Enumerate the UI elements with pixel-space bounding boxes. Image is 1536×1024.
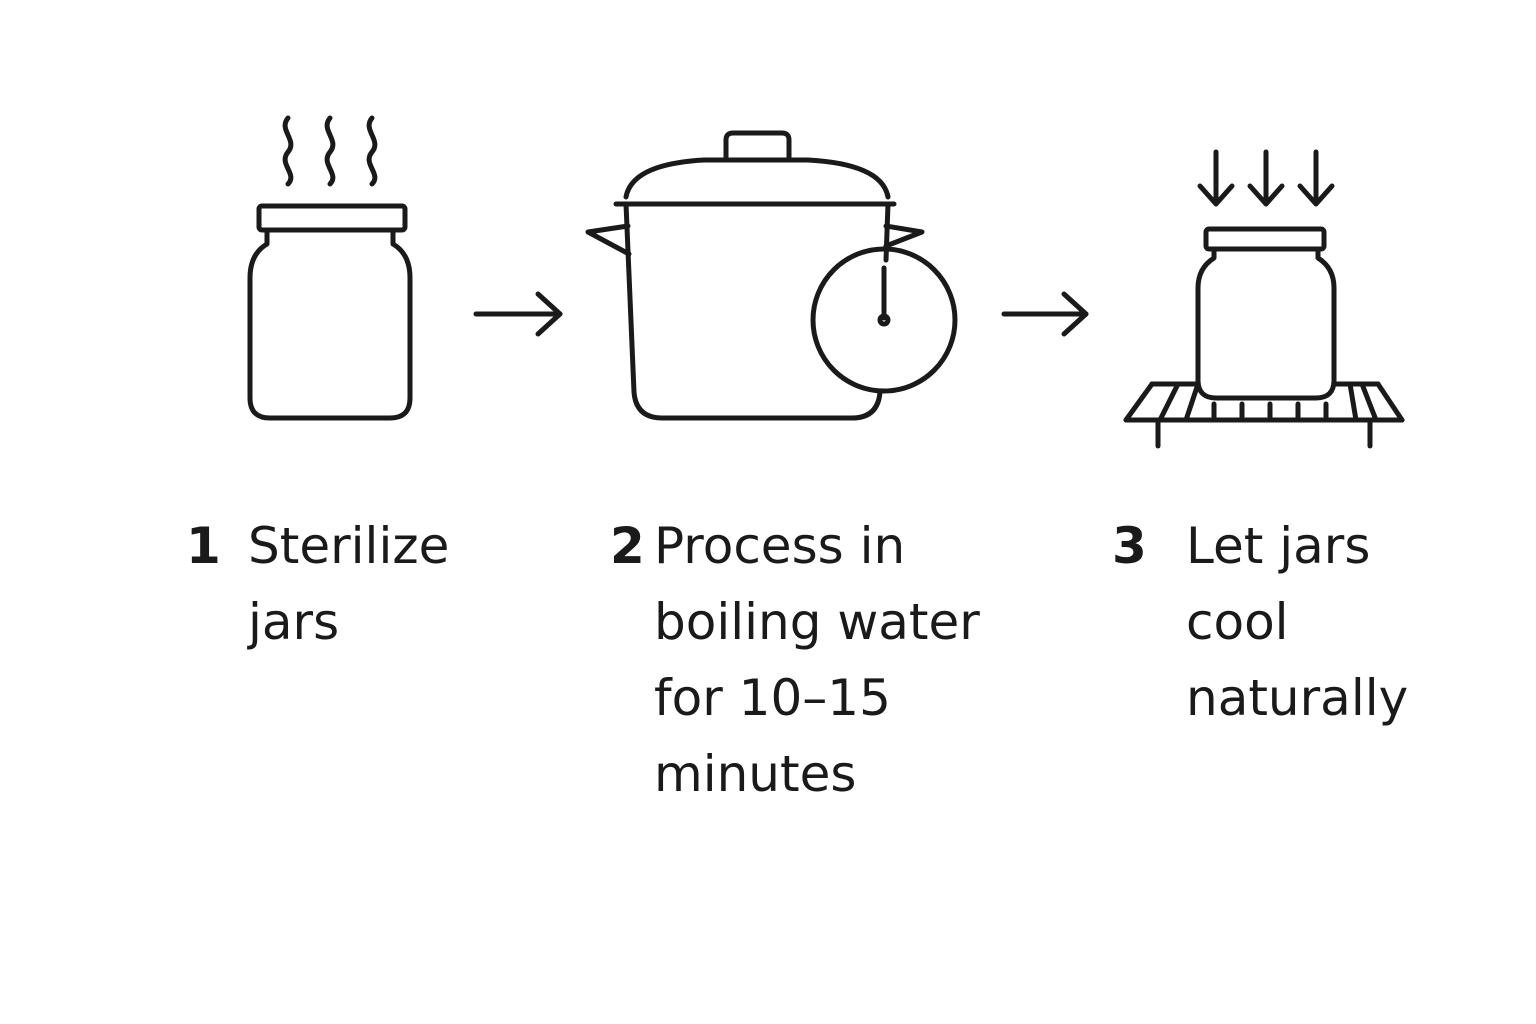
step-number: 2 — [610, 517, 645, 575]
step-text: Let jars cool naturally — [1186, 517, 1409, 727]
jar-on-cooling-rack-icon — [1123, 149, 1405, 449]
timer-icon — [810, 246, 958, 394]
timer-center — [877, 313, 891, 327]
jar-body — [247, 227, 413, 421]
steam-line-2 — [324, 115, 336, 187]
jar-lid — [256, 203, 408, 233]
pot-lid — [623, 157, 891, 200]
pot-with-timer-icon — [585, 130, 958, 421]
step-text: Sterilize jars — [248, 517, 450, 651]
arrow-right-icon — [473, 291, 563, 337]
pot-body — [623, 201, 883, 421]
pot-right-handle — [883, 223, 925, 249]
steam-line-3 — [366, 115, 378, 187]
step-3: 3 Let jars cool naturally — [1112, 508, 1408, 736]
steam-line-1 — [282, 115, 294, 187]
step-number: 1 — [186, 517, 221, 575]
step-1: 1 Sterilize jars — [186, 508, 449, 660]
steaming-jar-icon — [247, 115, 413, 421]
step-2: 2 Process in boiling water for 10–15 min… — [610, 508, 1014, 812]
arrow-right-icon — [1001, 291, 1089, 337]
pot-right-wall — [883, 201, 891, 263]
pot-left-handle — [585, 223, 632, 257]
jar-body — [1195, 246, 1337, 401]
down-arrows-icon — [1197, 149, 1335, 207]
jar-lid — [1203, 226, 1327, 252]
lid-knob — [723, 130, 792, 163]
cooling-rack-icon — [1123, 381, 1405, 449]
step-number: 3 — [1112, 517, 1147, 575]
step-text: Process in boiling water for 10–15 minut… — [654, 517, 980, 803]
